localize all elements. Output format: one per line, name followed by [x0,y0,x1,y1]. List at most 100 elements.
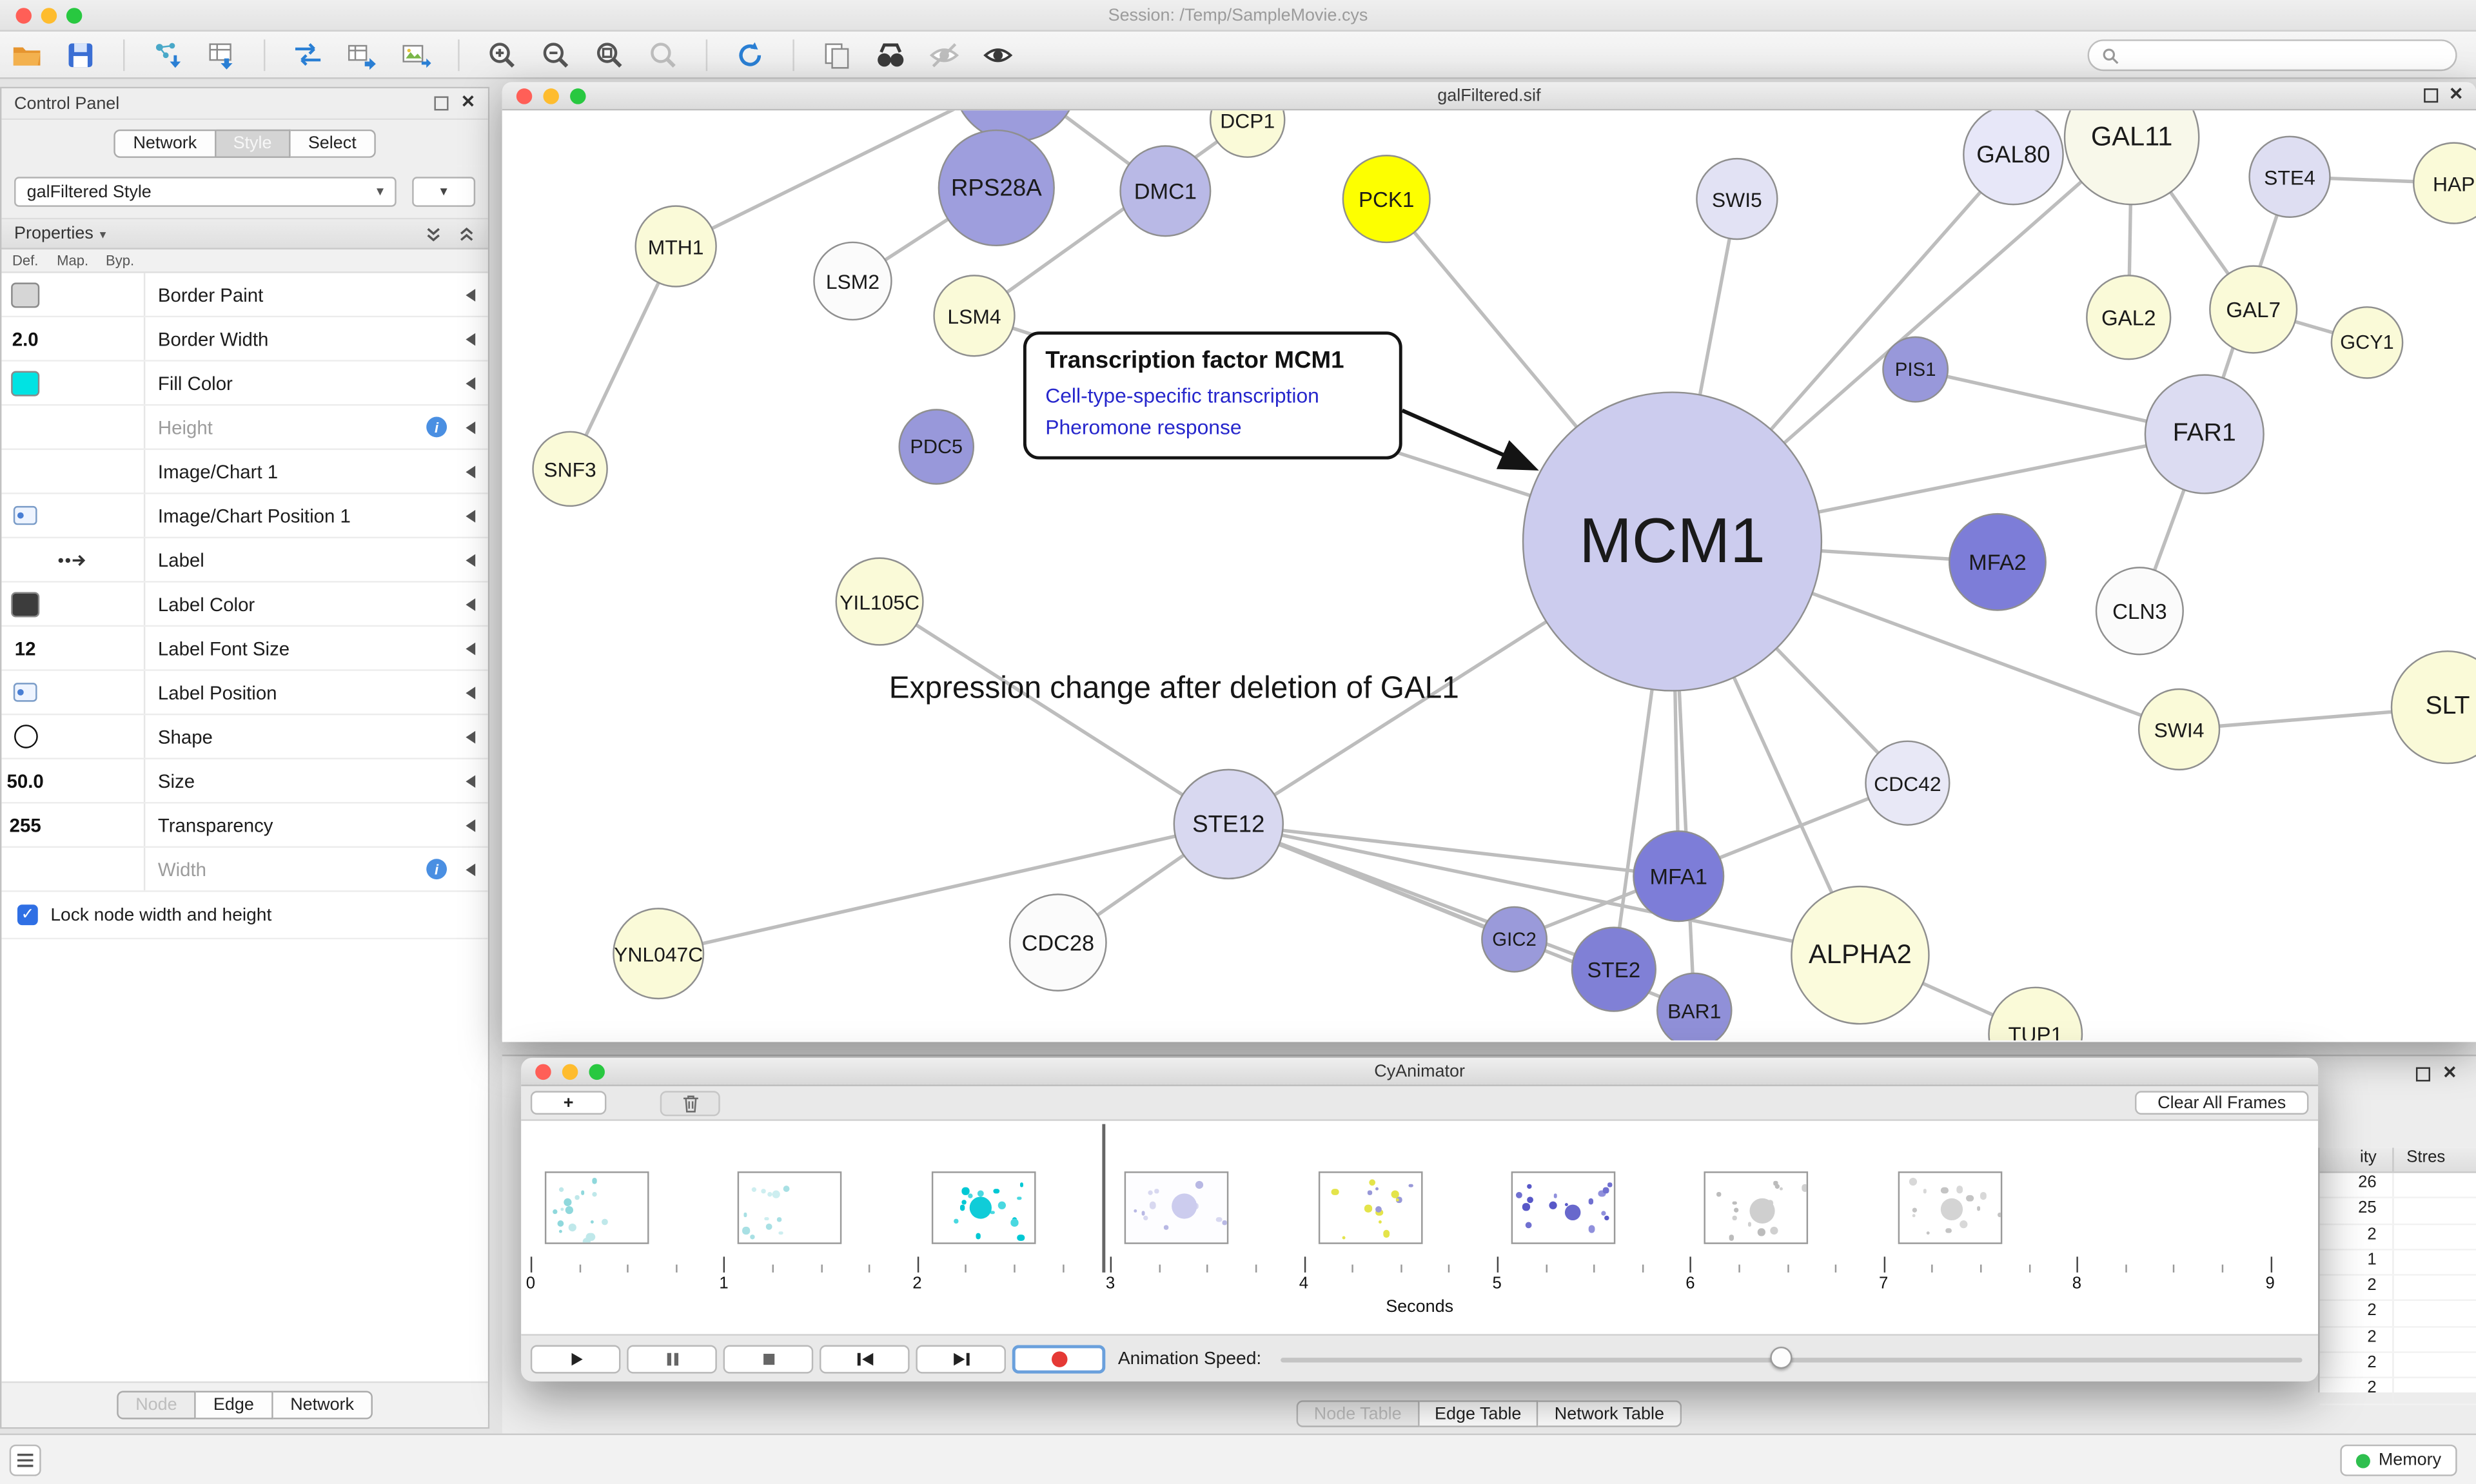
expand-row-icon[interactable] [466,553,476,566]
cell-connectivity[interactable]: 26 [2358,1173,2377,1192]
property-row[interactable]: Fill Color [1,361,488,406]
play-button[interactable] [530,1344,621,1373]
property-row[interactable]: Shape [1,715,488,759]
cell-connectivity[interactable]: 2 [2367,1302,2377,1321]
close-panel-icon[interactable]: ✕ [460,93,476,112]
panel-menu-button[interactable] [9,1444,41,1476]
node-GAL2[interactable]: GAL2 [2086,275,2172,360]
annotation-link[interactable]: Cell-type-specific transcription [1045,384,1319,407]
table-row[interactable]: 2 [2319,1276,2476,1302]
bypass-cell[interactable] [96,317,143,360]
node-PIS1[interactable]: PIS1 [1882,336,1949,403]
node-MCM1[interactable]: MCM1 [1522,391,1823,692]
quick-search-input[interactable] [2127,46,2443,65]
clear-all-frames-button[interactable]: Clear All Frames [2135,1091,2309,1115]
animation-speed-slider[interactable] [1280,1344,2303,1372]
lock-size-row[interactable]: ✓ Lock node width and height [1,892,488,940]
cell-connectivity[interactable]: 1 [2367,1250,2377,1269]
expand-row-icon[interactable] [466,465,476,478]
zoom-network-window-icon[interactable] [570,88,586,104]
tab-network-table[interactable]: Network Table [1538,1400,1682,1427]
table-row[interactable]: 2 [2319,1302,2476,1328]
cell-stress[interactable] [2392,1327,2476,1352]
bypass-cell[interactable] [96,715,143,757]
node-GIC2[interactable]: GIC2 [1481,906,1548,973]
zoom-selected-icon[interactable] [646,37,681,72]
expand-row-icon[interactable] [466,288,476,301]
cell-stress[interactable] [2392,1198,2476,1223]
node-GCY1[interactable]: GCY1 [2330,306,2404,379]
node-YNL047C[interactable]: YNL047C [613,908,705,1000]
node-YIL105C[interactable]: YIL105C [835,557,924,646]
expand-row-icon[interactable] [466,774,476,787]
default-value-cell[interactable] [1,715,48,757]
bypass-cell[interactable] [96,627,143,669]
table-row[interactable]: 1 [2319,1250,2476,1276]
node-SLT[interactable]: SLT [2390,650,2476,765]
node-MFA1[interactable]: MFA1 [1633,830,1725,923]
tab-select[interactable]: Select [290,129,376,158]
hide-selected-icon[interactable] [927,37,962,72]
slider-thumb[interactable] [1770,1346,1793,1369]
default-value-cell[interactable] [1,405,48,448]
mapping-cell[interactable] [49,405,96,448]
mapping-cell[interactable] [49,715,96,757]
open-session-icon[interactable] [10,37,44,72]
expand-row-icon[interactable] [466,509,476,522]
property-row[interactable]: Border Paint [1,273,488,318]
search-neighbors-icon[interactable] [873,37,908,72]
cell-connectivity[interactable]: 2 [2367,1224,2377,1244]
memory-button[interactable]: Memory [2341,1444,2457,1476]
frame-thumbnail[interactable] [931,1171,1036,1244]
cell-connectivity[interactable]: 2 [2367,1352,2377,1372]
cell-stress[interactable] [2392,1250,2476,1274]
mapping-cell[interactable] [49,494,96,537]
previous-frame-button[interactable] [820,1344,910,1373]
mapping-cell[interactable] [49,273,96,316]
bypass-cell[interactable] [96,759,143,802]
default-value-cell[interactable] [1,538,48,581]
default-value-cell[interactable]: 50.0 [6,769,44,792]
mcm1-annotation-box[interactable]: Transcription factor MCM1 Cell-type-spec… [1023,331,1402,460]
node-SWI5[interactable]: SWI5 [1696,157,1778,240]
node-CLN3[interactable]: CLN3 [2095,567,2184,656]
style-options-button[interactable]: ▾ [412,177,476,207]
frame-thumbnail[interactable] [1125,1171,1229,1244]
cell-connectivity[interactable]: 25 [2358,1198,2377,1218]
import-table-icon[interactable] [204,37,239,72]
cell-stress[interactable] [2392,1224,2476,1249]
add-frame-button[interactable]: + [530,1091,607,1115]
default-value-cell[interactable] [1,450,48,493]
node-LSM4[interactable]: LSM4 [933,275,1016,357]
column-header-connectivity[interactable]: ity [2360,1147,2377,1167]
bypass-cell[interactable] [96,804,143,846]
bypass-cell[interactable] [96,494,143,537]
node-BAR1[interactable]: BAR1 [1656,972,1733,1040]
property-row[interactable]: Image/Chart 1 [1,449,488,494]
mapping-cell[interactable] [49,627,96,669]
show-all-icon[interactable] [981,37,1016,72]
table-row[interactable]: 25 [2319,1198,2476,1225]
expand-row-icon[interactable] [466,376,476,389]
table-row[interactable]: 2 [2319,1352,2476,1379]
tab-network[interactable]: Network [114,129,216,158]
property-row[interactable]: Label [1,538,488,583]
frame-thumbnail[interactable] [1317,1171,1422,1244]
tab-edge-table[interactable]: Edge Table [1419,1400,1539,1427]
refresh-view-icon[interactable] [732,37,767,72]
frame-thumbnail[interactable] [1511,1171,1616,1244]
zoom-in-icon[interactable] [485,37,520,72]
property-row[interactable]: Label Position [1,670,488,716]
pause-button[interactable] [627,1344,717,1373]
default-value-cell[interactable]: 12 [14,637,36,659]
node-GAL7[interactable]: GAL7 [2209,265,2298,354]
node-CDC28[interactable]: CDC28 [1008,893,1107,991]
cell-connectivity[interactable]: 2 [2367,1276,2377,1295]
bypass-cell[interactable] [96,405,143,448]
table-row[interactable]: 2 [2319,1327,2476,1353]
bypass-cell[interactable] [96,538,143,581]
